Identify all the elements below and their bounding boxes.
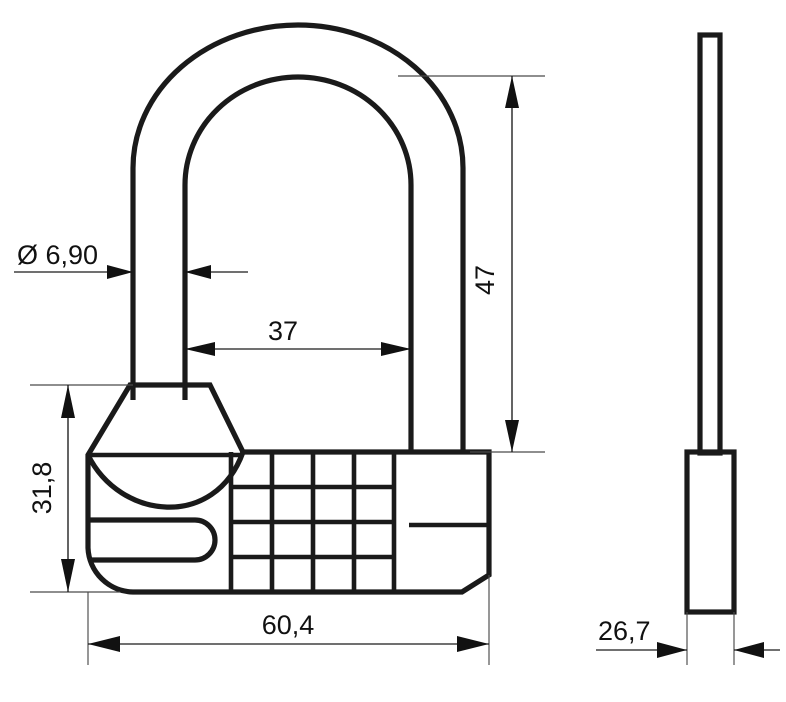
body-slot <box>90 517 218 563</box>
dim-label-body-width: 60,4 <box>262 610 315 640</box>
side-view: 26,7 <box>596 32 780 665</box>
shackle <box>130 22 466 452</box>
dimension-shackle-inner-width: 37 <box>185 316 411 356</box>
dim-label-shackle-clearance: 47 <box>470 265 500 295</box>
arrow-depth-left <box>657 642 687 658</box>
dim-label-shackle-diameter: Ø 6,90 <box>17 240 98 270</box>
arrow-body-height-bottom <box>61 559 75 592</box>
arrow-body-height-top <box>61 385 75 418</box>
side-view-shackle <box>697 32 723 456</box>
dimension-body-width: 60,4 <box>87 575 490 665</box>
shackle-inner-profile <box>182 74 414 452</box>
combination-dial-grid <box>228 452 397 592</box>
arrow-clearance-top <box>505 76 519 108</box>
shackle-outer-profile <box>130 22 466 452</box>
arrow-clearance-bottom <box>505 420 519 452</box>
arrow-diameter-left <box>107 265 133 279</box>
dim-label-shackle-inner-width: 37 <box>268 316 298 346</box>
arrow-diameter-right <box>185 265 211 279</box>
dimension-body-height: 31,8 <box>27 384 133 593</box>
arrow-depth-right <box>734 642 764 658</box>
dimension-shackle-diameter: Ø 6,90 <box>14 240 248 279</box>
dimension-body-depth: 26,7 <box>596 612 780 665</box>
dim-label-body-depth: 26,7 <box>598 616 651 646</box>
dim-label-body-height: 31,8 <box>27 462 57 515</box>
lock-body-outline <box>85 382 492 595</box>
front-view: Ø 6,90 37 47 <box>14 22 545 665</box>
side-view-body <box>684 449 737 615</box>
arrow-body-width-left <box>88 636 120 652</box>
lock-body <box>85 382 492 595</box>
arrow-inner-width-right <box>381 342 411 356</box>
arrow-inner-width-left <box>185 342 215 356</box>
arrow-body-width-right <box>457 636 489 652</box>
dimension-shackle-clearance: 47 <box>398 75 545 453</box>
body-shoulder-curve <box>85 451 246 510</box>
